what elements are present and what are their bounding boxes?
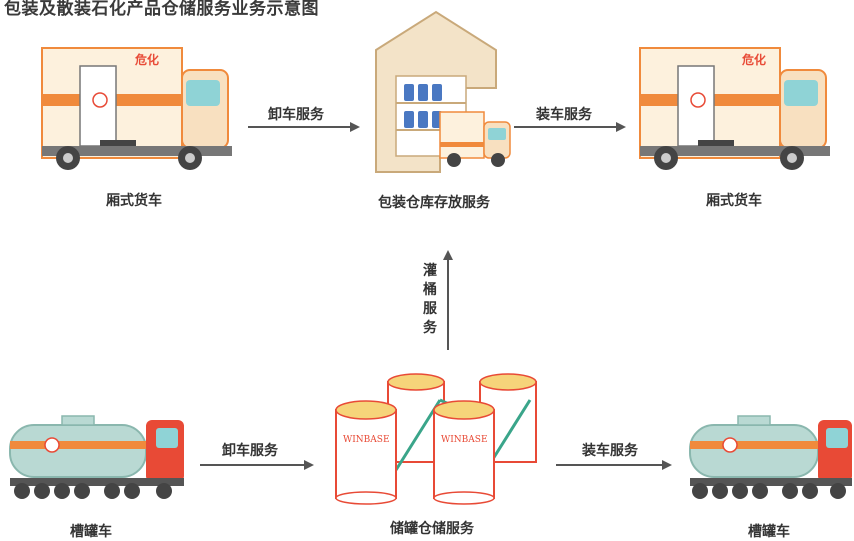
label-unload-top: 卸车服务 [268,107,324,123]
storage-tanks [335,373,537,505]
label-tanker-left: 槽罐车 [70,524,112,540]
tank-brand-left: WINBASE [343,435,390,445]
label-unload-bottom: 卸车服务 [222,443,278,459]
tanker-truck-right [689,415,852,499]
label-box-truck-left: 厢式货车 [106,193,162,209]
box-truck-right [639,47,830,170]
label-load-top: 装车服务 [536,107,592,123]
diagram-title: 包装及散装石化产品仓储服务业务示意图 [4,0,319,19]
label-warehouse: 包装仓库存放服务 [378,195,490,211]
tanker-truck-left [9,415,184,499]
box-truck-left [41,47,232,170]
label-load-bottom: 装车服务 [582,443,638,459]
label-box-truck-right: 厢式货车 [706,193,762,209]
hazmat-sign-left: 危化 [134,52,159,67]
label-tanker-right: 槽罐车 [748,524,790,540]
warehouse [375,10,511,173]
label-tank-storage: 储罐仓储服务 [390,521,474,537]
tank-brand-right: WINBASE [441,435,488,445]
hazmat-sign-right: 危化 [741,52,766,67]
label-drum-filling: 灌桶服务 [423,263,437,336]
